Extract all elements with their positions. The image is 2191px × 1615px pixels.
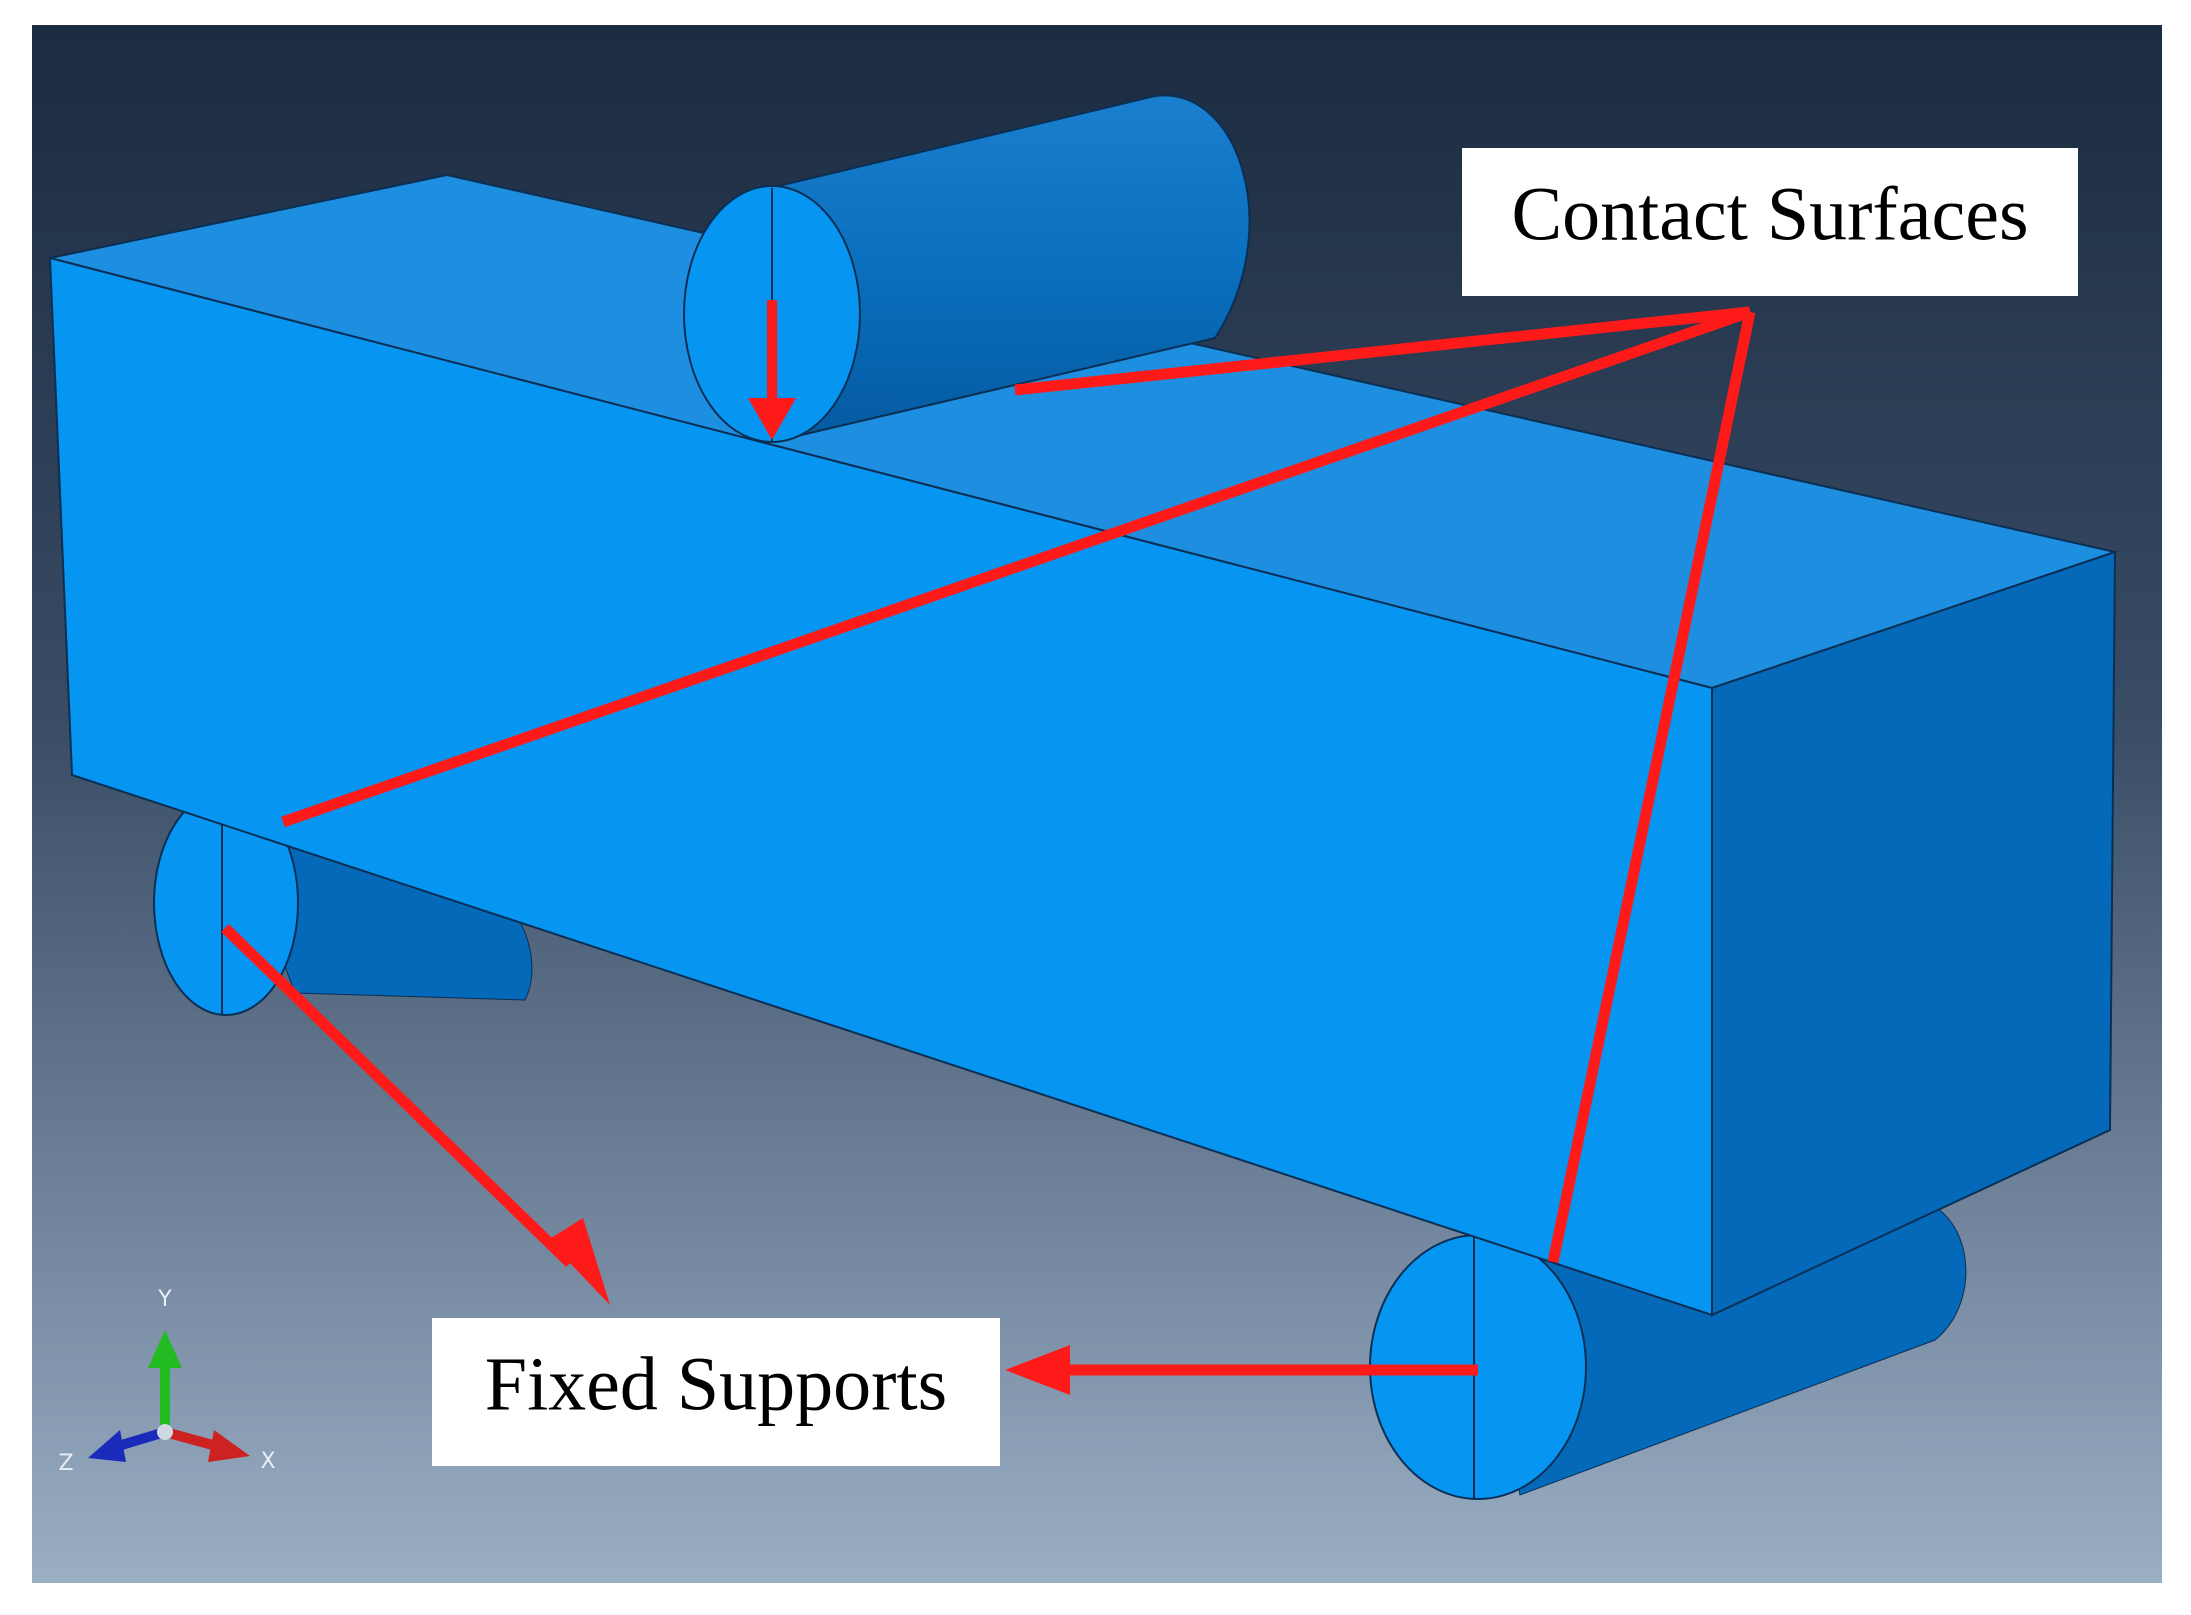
- z-axis-head: [88, 1430, 126, 1462]
- contact-surfaces-label: Contact Surfaces: [1462, 148, 2078, 296]
- fixed-supports-label: Fixed Supports: [432, 1318, 1000, 1466]
- fixed-supports-label-box: [432, 1318, 1000, 1466]
- contact-pointer-left: [281, 306, 1752, 828]
- fixed-supports-label-text: Fixed Supports: [485, 1342, 947, 1426]
- loading-roller-body: [768, 94, 1251, 442]
- fixed-pointer-left-head: [548, 1218, 610, 1305]
- contact-pointer-right: [1547, 310, 1756, 1264]
- loading-roller: [683, 94, 1251, 443]
- fixed-support-pointers: [221, 924, 1478, 1395]
- contact-surface-pointers: [281, 306, 1756, 1264]
- fixed-pointer-right-head: [1005, 1345, 1070, 1395]
- xyz-axis-triad-icon: Y X Z: [58, 1287, 275, 1476]
- y-axis-label: Y: [157, 1287, 172, 1312]
- x-axis-label: X: [260, 1449, 275, 1474]
- z-axis-line: [113, 1427, 167, 1452]
- z-axis-label: Z: [58, 1451, 73, 1476]
- x-axis-head: [208, 1430, 250, 1462]
- down-arrow-icon: [748, 300, 796, 440]
- beam-block: [48, 173, 2119, 1317]
- beam-front-face: [48, 256, 1713, 1317]
- x-axis-line: [163, 1427, 222, 1452]
- fixed-pointer-left-shaft: [221, 924, 574, 1267]
- y-axis-head: [148, 1330, 182, 1368]
- triad-origin: [157, 1424, 173, 1440]
- contact-surfaces-label-text: Contact Surfaces: [1511, 172, 2028, 256]
- contact-surfaces-label-box: [1462, 148, 2078, 296]
- contact-pointer-top: [1014, 306, 1751, 396]
